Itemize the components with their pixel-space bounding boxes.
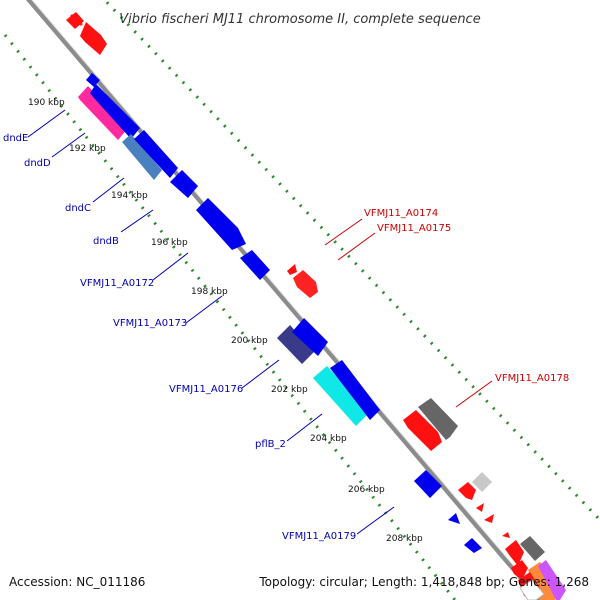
tick-label: 196 kbp [151, 238, 188, 248]
gene-forward [66, 12, 84, 29]
gene-label-vfmj11-a0179: VFMJ11_A0179 [282, 531, 356, 542]
tick-label: 198 kbp [191, 287, 228, 297]
gene-forward [287, 264, 297, 275]
tick-label: 200 kbp [231, 336, 268, 346]
gene-reverse [414, 470, 442, 498]
gene-label-dndb: dndB [93, 236, 119, 247]
backbone-highlight [31, 0, 543, 600]
label-leader [455, 380, 493, 408]
gene-reverse [240, 250, 270, 280]
gene-forward [293, 270, 318, 298]
gene-reverse-steelblue [122, 134, 162, 180]
tick-labels: 190 kbp 192 kbp 194 kbp 196 kbp 198 kbp … [28, 98, 423, 544]
tick-label: 204 kbp [310, 434, 347, 444]
tick-label: 194 kbp [111, 191, 148, 201]
gene-reverse-indigo [277, 325, 314, 364]
gene-label-dndc: dndC [65, 203, 91, 214]
gene-forward [458, 482, 476, 500]
gene-label-dndd: dndD [24, 158, 51, 169]
tick-label: 202 kbp [271, 385, 308, 395]
label-leader [185, 295, 223, 324]
label-leader [92, 177, 125, 203]
map-title: Vibrio fischeri MJ11 chromosome II, comp… [119, 12, 480, 27]
reverse-strand-genes [78, 73, 482, 553]
gene-label-pflb-2: pflB_2 [255, 439, 286, 450]
gene-forward [484, 514, 494, 523]
outer-dotted-track [102, 0, 600, 522]
tick-label: 190 kbp [28, 98, 65, 108]
gene-reverse [90, 84, 140, 139]
label-leader [286, 413, 323, 442]
gene-reverse [448, 513, 460, 524]
gene-reverse-cyan [313, 366, 370, 426]
gene-forward [403, 410, 442, 451]
gene-reverse [86, 73, 100, 87]
accession-text: Accession: NC_011186 [9, 575, 145, 589]
gene-reverse [292, 318, 328, 356]
tick-label: 208 kbp [386, 534, 423, 544]
gene-label-vfmj11-a0178: VFMJ11_A0178 [495, 373, 569, 384]
gene-forward-multicolor [538, 560, 566, 600]
label-leader [51, 132, 86, 158]
gene-forward [476, 503, 484, 512]
label-leader [356, 506, 395, 535]
gene-label-vfmj11-a0175: VFMJ11_A0175 [377, 223, 451, 234]
label-leader [337, 232, 376, 261]
gene-forward [80, 22, 107, 55]
label-leader [241, 359, 280, 389]
gene-reverse [464, 538, 482, 553]
gene-forward-grey [519, 579, 545, 600]
gene-forward-grey [520, 536, 545, 561]
tick-label: 192 kbp [69, 144, 106, 154]
gene-label-vfmj11-a0176: VFMJ11_A0176 [169, 384, 243, 395]
backbone-line [25, 0, 542, 600]
gene-label-vfmj11-a0174: VFMJ11_A0174 [364, 208, 438, 219]
gene-reverse-pink [78, 86, 128, 140]
inner-dotted-track [3, 34, 457, 600]
gene-label-vfmj11-a0173: VFMJ11_A0173 [113, 318, 187, 329]
label-leader [27, 109, 66, 138]
gene-forward [511, 560, 528, 580]
tick-label: 206 kbp [348, 485, 385, 495]
gene-reverse [330, 360, 380, 420]
forward-strand-genes [66, 12, 566, 600]
gene-reverse [134, 130, 178, 178]
label-leader [120, 209, 154, 233]
gene-forward-grey [472, 472, 492, 492]
sequence-summary: Topology: circular; Length: 1,418,848 bp… [258, 575, 589, 589]
gene-forward [505, 540, 524, 566]
gene-forward-grey [418, 398, 458, 440]
gene-label-vfmj11-a0172: VFMJ11_A0172 [80, 278, 154, 289]
gene-reverse [196, 198, 246, 250]
label-leader [324, 218, 363, 246]
gene-reverse [170, 170, 198, 198]
gene-forward [502, 532, 510, 538]
label-leader [152, 252, 189, 281]
forward-gene-labels: VFMJ11_A0174 VFMJ11_A0175 VFMJ11_A0178 [324, 208, 569, 408]
reverse-gene-labels: dndE dndD dndC dndB VFMJ11_A0172 VFMJ11_… [3, 109, 395, 542]
gene-label-dnde: dndE [3, 133, 28, 144]
